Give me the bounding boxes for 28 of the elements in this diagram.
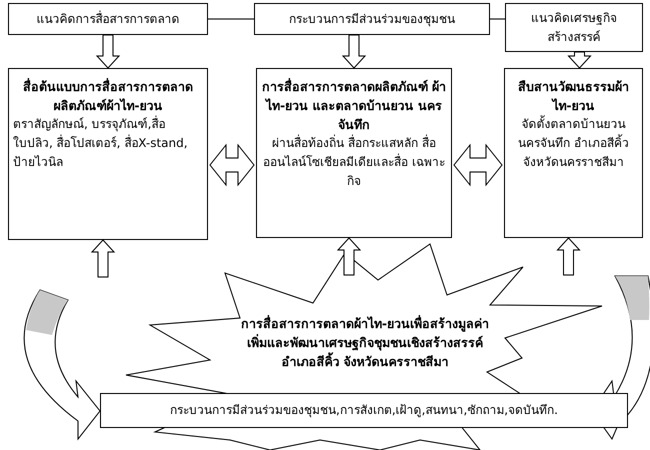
box-body: ผ่านสื่อท้องถิ่น สื่อกระแสหลัก สื่อออนไลน์โซเชียลมีเดียและสื่อ เฉพาะกิจ: [262, 134, 446, 190]
block-arrow: [567, 52, 592, 69]
double-arrow: [453, 144, 503, 186]
block-arrow: [336, 237, 362, 276]
box-body: ตราสัญลักษณ์, บรรจุภัณฑ์,สื่อ ใบปลิว, สื่อโปสเตอร์, สื่อX-stand, ป้ายไวนิล: [13, 115, 189, 171]
banner-box: [100, 393, 628, 428]
content-box: [504, 68, 643, 238]
connector-line: [208, 18, 254, 20]
block-arrow: [90, 239, 116, 278]
header-box: [254, 3, 490, 35]
header-box: [505, 3, 643, 52]
block-arrow: [96, 34, 120, 69]
box-heading: การสื่อสารการตลาดผลิตภัณฑ์ ผ้าไท-ยวน และตลาดบ้านยวน นครจันทึก: [261, 77, 447, 134]
banner-text: กระบวนการมีส่วนร่วมของชุมชน,การสังเกต,เฝ้าดู,สนทนา,ซักถาม,จดบันทึก.: [170, 402, 558, 420]
connector-line: [490, 18, 506, 20]
header-text: แนวคิดเศรษฐกิจสร้างสรรค์: [530, 10, 618, 46]
block-arrow: [556, 237, 581, 276]
content-box: [256, 68, 452, 238]
content-box: [8, 68, 208, 240]
box-body: จัดตั้งตลาดบ้านยวน นครจันทึก อำเภอสีคิ้ว จังหวัดนครราชสีมา: [517, 115, 630, 171]
starburst-text: การสื่อสารการตลาดผ้าไท-ยวนเพื่อสร้างมูลค่าเพิ่มและพัฒนาเศรษฐกิจชุมชนเชิงสร้างสรรค์ อำเภอสีคิ้ว จังหวัดนครราชสีมา: [240, 314, 490, 371]
header-box: [8, 3, 208, 35]
box-heading: สืบสานวัฒนธรรมผ้า ไท-ยวน: [517, 78, 630, 115]
header-text: แนวคิดการสื่อสารการตลาด: [36, 10, 180, 28]
header-text: กระบวนการมีส่วนร่วมของชุมชน: [289, 10, 455, 28]
box-heading: สื่อต้นแบบการสื่อสารการตลาด ผลิตภัณฑ์ผ้าไท-ยวน: [22, 77, 194, 115]
double-arrow: [209, 144, 255, 186]
block-arrow: [342, 34, 366, 69]
